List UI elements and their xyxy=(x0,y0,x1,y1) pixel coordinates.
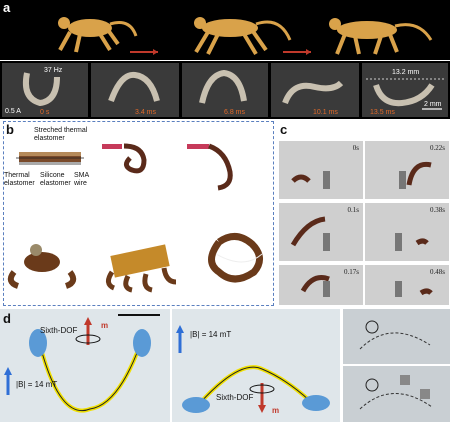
frame-time-3: 6.8 ms xyxy=(224,109,246,116)
frame-4: 10.1 ms xyxy=(271,63,359,117)
curled-strip-2 xyxy=(187,143,233,191)
schematic xyxy=(16,152,84,165)
scale-label: 2 mm xyxy=(424,101,442,108)
frame-2: 3.4 ms xyxy=(91,63,179,117)
c-time-5: 0.17s xyxy=(344,268,359,276)
c-frame-4: 0.38s xyxy=(365,203,449,261)
c-time-1: 0s xyxy=(352,144,359,152)
c-frame-6: 0.48s xyxy=(365,265,449,305)
robot-2 xyxy=(106,244,177,293)
panel-d-illustrations xyxy=(0,309,450,422)
panel-a-label: a xyxy=(3,0,11,15)
dof-right: Sixth-DOF xyxy=(216,393,254,402)
cheetah-3 xyxy=(329,18,433,55)
stride-label: 13.2 mm xyxy=(392,69,420,76)
dof-left: Sixth-DOF xyxy=(40,326,78,335)
c-time-3: 0.1s xyxy=(347,206,359,214)
annotation-sma: SMA wire xyxy=(74,172,89,187)
panel-b xyxy=(3,121,274,306)
frame-5: 13.2 mm 2 mm 13.5 ms xyxy=(362,63,448,117)
frame-3: 6.8 ms xyxy=(182,63,268,117)
frame-time-1: 0 s xyxy=(40,109,50,116)
moment-left: m xyxy=(101,321,109,330)
frequency-label: 37 Hz xyxy=(44,67,63,74)
panel-d-label: d xyxy=(3,311,11,326)
annotation-thermal: Thermal elastomer xyxy=(4,172,35,187)
panel-c-label: c xyxy=(280,122,288,137)
moment-right: m xyxy=(272,406,280,415)
curled-strip-1 xyxy=(102,143,147,174)
robot-1 xyxy=(7,244,77,289)
cheetah-2 xyxy=(194,17,292,56)
panel-d xyxy=(0,309,450,422)
frame-time-5: 13.5 ms xyxy=(370,109,395,116)
frame-time-2: 3.4 ms xyxy=(135,109,157,116)
frame-1: 0 s 0.5 A 37 Hz xyxy=(2,63,88,117)
field-left: |B| = 14 mT xyxy=(16,380,58,389)
panel-b-illustrations xyxy=(7,143,263,293)
c-frame-5: 0.17s xyxy=(279,265,363,305)
frame-time-4: 10.1 ms xyxy=(313,109,338,116)
c-frame-3: 0.1s xyxy=(279,203,363,261)
cheetah-illustration xyxy=(58,17,433,56)
c-time-6: 0.48s xyxy=(430,268,445,276)
c-time-4: 0.38s xyxy=(430,206,445,214)
panel-b-label: b xyxy=(6,122,14,137)
c-time-2: 0.22s xyxy=(430,144,445,152)
field-right: |B| = 14 mT xyxy=(190,330,232,339)
annotation-stretched: Streched thermal elastomer xyxy=(34,127,88,142)
c-frame-1: 0s xyxy=(279,141,363,199)
panel-a-cheetah-strip xyxy=(0,0,450,60)
current-label: 0.5 A xyxy=(5,108,21,115)
panel-c: 0s 0.22s 0.1s 0.38s 0.17s 0.48s xyxy=(277,121,450,306)
robot-3 xyxy=(208,233,263,283)
annotation-silicone: Silicone elastomer xyxy=(40,172,71,187)
c-frame-2: 0.22s xyxy=(365,141,449,199)
cheetah-1 xyxy=(58,17,138,53)
